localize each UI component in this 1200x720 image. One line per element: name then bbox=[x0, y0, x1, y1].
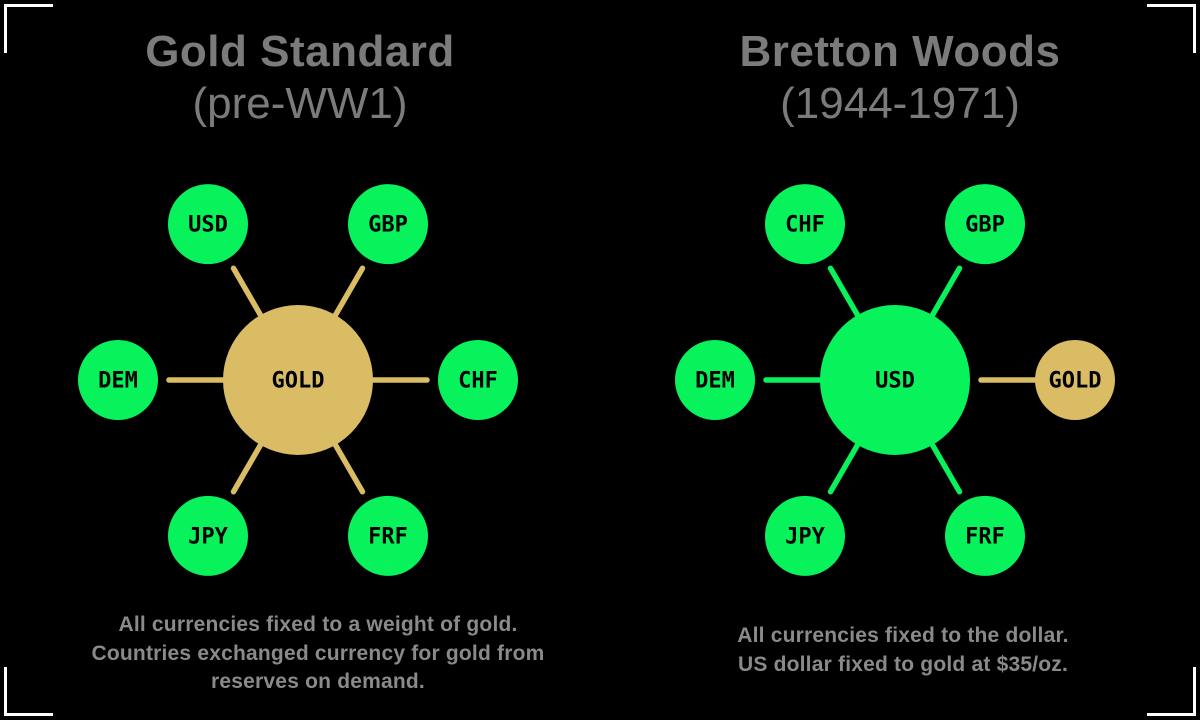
node-gold-standard-usd bbox=[168, 184, 248, 265]
spoke-gold-standard-jpy bbox=[230, 441, 264, 495]
bretton-woods-subtitle: (1944-1971) bbox=[780, 79, 1020, 128]
node-bretton-woods-jpy bbox=[765, 495, 845, 576]
node-bretton-woods-chf bbox=[765, 184, 845, 265]
node-label-bretton-woods-chf: CHF bbox=[785, 213, 825, 238]
spoke-gold-standard-usd bbox=[230, 265, 264, 319]
node-label-gold-standard-usd: USD bbox=[188, 213, 228, 238]
bretton-woods-diagram: USD CHF GBP GOLD DEM JPY FRF bbox=[675, 184, 1115, 576]
node-label-gold-standard-frf: FRF bbox=[368, 524, 408, 549]
node-gold-standard-gbp bbox=[348, 184, 428, 265]
node-bretton-woods-gold bbox=[1035, 340, 1115, 420]
gold-standard-diagram: GOLD USD GBP CHF DEM JPY FRF bbox=[78, 184, 518, 576]
spoke-bretton-woods-jpy bbox=[827, 441, 861, 495]
node-label-bretton-woods-frf: FRF bbox=[965, 524, 1005, 549]
node-bretton-woods-gbp bbox=[945, 184, 1025, 265]
node-label-bretton-woods-dem: DEM bbox=[695, 369, 735, 394]
node-bretton-woods-frf bbox=[945, 495, 1025, 576]
center-node-label-bretton-woods: USD bbox=[875, 369, 915, 394]
spoke-bretton-woods-frf bbox=[929, 441, 963, 495]
gold-standard-title-block: Gold Standard (pre-WW1) bbox=[0, 26, 600, 130]
corner-bracket-top-left bbox=[4, 4, 53, 53]
bretton-woods-title-block: Bretton Woods (1944-1971) bbox=[600, 26, 1200, 130]
corner-bracket-top-right bbox=[1147, 4, 1196, 53]
spoke-gold-standard-frf bbox=[332, 441, 366, 495]
node-bretton-woods-dem bbox=[675, 340, 755, 420]
node-label-gold-standard-chf: CHF bbox=[458, 369, 498, 394]
bretton-woods-title: Bretton Woods bbox=[739, 27, 1061, 76]
corner-bracket-bottom-right bbox=[1147, 667, 1196, 716]
node-gold-standard-frf bbox=[348, 495, 428, 576]
node-label-bretton-woods-gold: GOLD bbox=[1049, 369, 1102, 394]
gold-standard-subtitle: (pre-WW1) bbox=[192, 79, 408, 128]
spoke-bretton-woods-gbp bbox=[929, 265, 963, 319]
gold-standard-caption: All currencies fixed to a weight of gold… bbox=[91, 613, 545, 693]
node-label-gold-standard-dem: DEM bbox=[98, 369, 138, 394]
bretton-woods-caption: All currencies fixed to the dollar. US d… bbox=[737, 624, 1069, 676]
center-node-label-gold-standard: GOLD bbox=[272, 369, 325, 394]
gold-standard-title: Gold Standard bbox=[145, 27, 455, 76]
node-label-bretton-woods-jpy: JPY bbox=[785, 524, 825, 549]
spoke-bretton-woods-chf bbox=[827, 265, 861, 319]
center-node-gold-standard bbox=[223, 305, 373, 455]
node-label-gold-standard-gbp: GBP bbox=[368, 213, 408, 238]
center-node-bretton-woods bbox=[820, 305, 970, 455]
node-label-gold-standard-jpy: JPY bbox=[188, 524, 228, 549]
node-gold-standard-dem bbox=[78, 340, 158, 420]
node-gold-standard-chf bbox=[438, 340, 518, 420]
node-gold-standard-jpy bbox=[168, 495, 248, 576]
node-label-bretton-woods-gbp: GBP bbox=[965, 213, 1005, 238]
corner-bracket-bottom-left bbox=[4, 667, 53, 716]
spoke-gold-standard-gbp bbox=[332, 265, 366, 319]
